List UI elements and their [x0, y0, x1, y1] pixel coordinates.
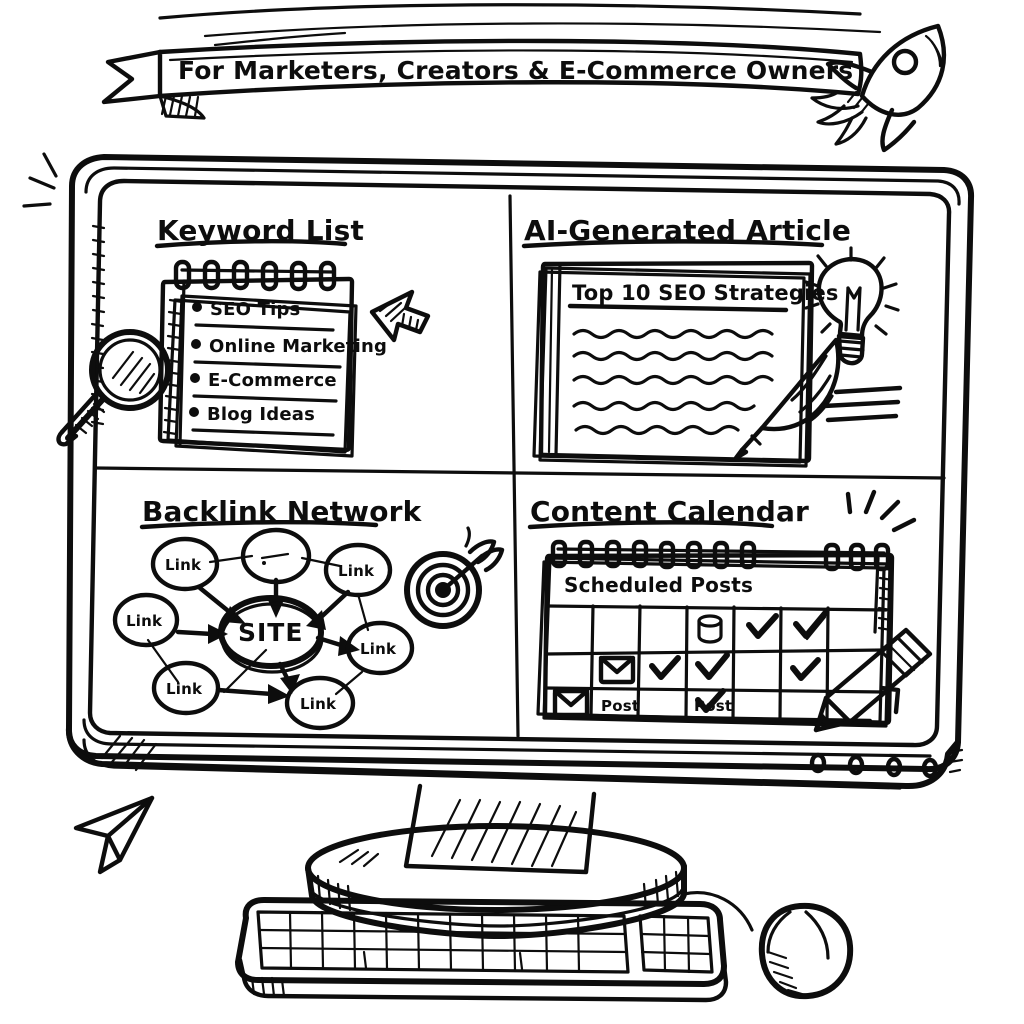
keyword-item-1: SEO Tips — [210, 299, 300, 320]
check-icon — [649, 655, 681, 680]
mouse — [682, 891, 854, 1000]
calendar-cell-post-2: Post — [694, 697, 732, 715]
quill-pen-icon — [733, 337, 841, 461]
calendar-row1-glyphs — [697, 609, 829, 644]
envelope-icon — [598, 655, 636, 685]
keyboard — [235, 897, 729, 1003]
graph-node-link-2: Link — [338, 562, 375, 580]
quadrant-ai-article — [521, 239, 903, 468]
chin-hatching — [100, 734, 158, 772]
graph-node-site: SITE — [238, 618, 303, 647]
magnifier-icon — [56, 329, 171, 447]
quadrant-title-content-calendar: Content Calendar — [530, 495, 809, 528]
keyword-items — [189, 302, 342, 437]
rocket-icon — [810, 23, 947, 153]
monitor-frame — [65, 154, 975, 773]
quadrant-keyword-list — [56, 239, 431, 458]
notepad-rings — [173, 259, 337, 292]
keyboard-hatching — [250, 976, 286, 998]
calendar-row3-glyphs — [552, 688, 726, 718]
keyword-item-3: E-Commerce — [208, 370, 337, 391]
banner-ribbon — [101, 38, 864, 120]
mouse-hatching — [766, 950, 804, 996]
check-icon — [790, 657, 821, 681]
paper-plane-icon — [73, 795, 155, 875]
pencil-icon — [813, 627, 933, 733]
quadrant-title-backlink-network: Backlink Network — [142, 495, 423, 528]
lightbulb-lines — [821, 385, 903, 423]
check-icon — [695, 688, 726, 713]
cursor-arrow-icon — [369, 289, 431, 343]
title-underline — [521, 239, 825, 249]
article-headline-underline — [567, 303, 789, 313]
mouse-cable — [682, 891, 754, 932]
graph-node-link-5: Link — [166, 680, 203, 698]
calendar-cell-post-1: Post — [601, 697, 639, 715]
check-icon — [746, 613, 779, 639]
keyword-item-2: Online Marketing — [209, 336, 387, 357]
quadrant-title-keyword-list: Keyword List — [157, 214, 364, 247]
title-underline — [139, 520, 379, 530]
cylinder-icon — [697, 614, 723, 644]
arrow-icon — [440, 553, 485, 593]
quadrant-backlink-network — [112, 520, 505, 731]
graph-nodes — [112, 527, 415, 731]
corner-bracket — [879, 685, 901, 715]
target-icon — [404, 526, 505, 629]
quadrant-content-calendar — [527, 489, 933, 733]
divider-horizontal — [94, 466, 946, 480]
calendar-rings — [550, 539, 891, 572]
indicator-dots — [809, 752, 939, 779]
calendar-heading: Scheduled Posts — [564, 573, 753, 597]
divider-vertical — [508, 194, 520, 738]
title-underline — [527, 520, 775, 530]
calendar-row2-glyphs — [598, 652, 821, 685]
banner-text: For Marketers, Creators & E-Commerce Own… — [178, 56, 853, 85]
stand-hatching — [430, 798, 578, 868]
lightbulb-icon — [804, 246, 903, 423]
lightbulb-rays — [804, 246, 900, 336]
graph-node-link-6: Link — [300, 695, 337, 713]
top-stray-lines — [158, 3, 882, 47]
key-rows — [257, 910, 628, 973]
article-headline: Top 10 SEO Strategies — [572, 281, 839, 305]
envelope-icon — [552, 688, 590, 718]
title-underline — [154, 239, 348, 249]
monitor-base — [305, 823, 687, 939]
monitor-chin — [65, 725, 964, 790]
graph-node-link-4: Link — [360, 640, 397, 658]
sparkle-icon — [22, 152, 58, 208]
sparkle-icon — [845, 489, 917, 533]
graph-node-link-1: Link — [165, 556, 202, 574]
graph-node-link-3: Link — [126, 612, 163, 630]
quadrant-title-ai-article: AI-Generated Article — [524, 214, 851, 247]
calendar-grid — [544, 604, 888, 723]
article-body-lines — [572, 328, 774, 436]
keyword-item-4: Blog Ideas — [207, 404, 315, 425]
check-icon — [695, 652, 730, 680]
